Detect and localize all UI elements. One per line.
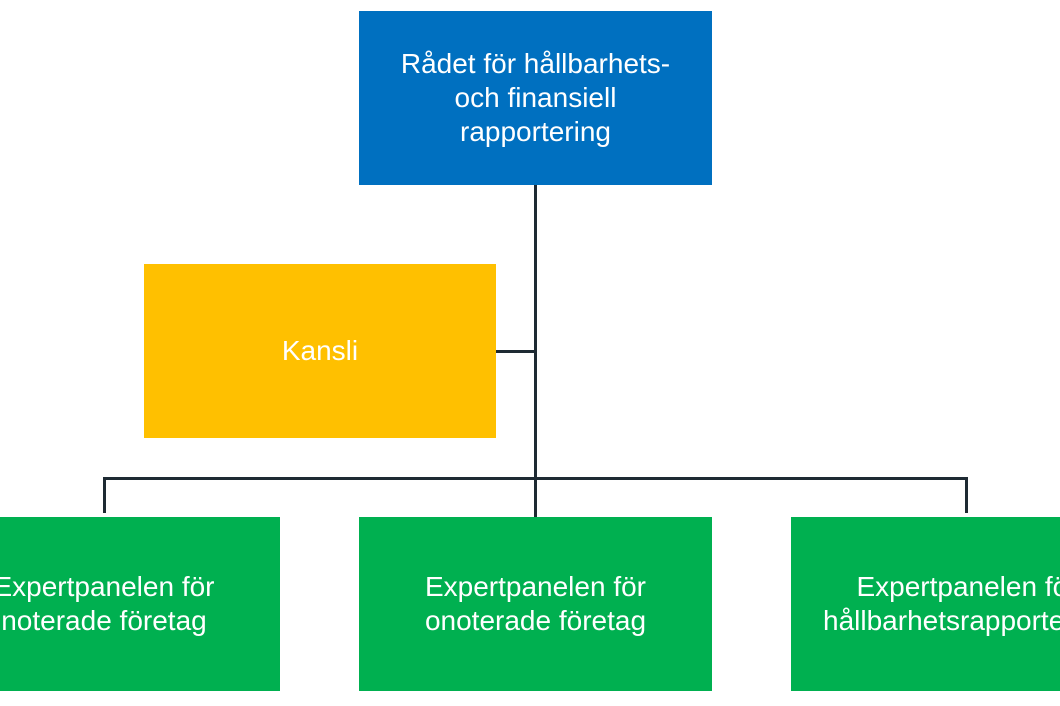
kansli-box: Kansli: [144, 264, 496, 438]
kansli-label: Kansli: [281, 335, 359, 366]
panel-label-sustainability: Expertpanelen för hållbarhetsrapporterin…: [823, 571, 1060, 636]
panel-box-listed: Expertpanelen för noterade företag: [0, 517, 280, 691]
connector-panel-right: [965, 477, 968, 513]
council-label: Rådet för hållbarhets- och finansiell ra…: [400, 48, 671, 147]
panel-label-unlisted: Expertpanelen för onoterade företag: [424, 571, 647, 636]
connector-panels-horizontal: [103, 477, 968, 480]
panel-box-unlisted: Expertpanelen för onoterade företag: [359, 517, 712, 691]
panel-box-sustainability: Expertpanelen för hållbarhetsrapporterin…: [791, 517, 1060, 691]
council-box: Rådet för hållbarhets- och finansiell ra…: [359, 11, 712, 185]
connector-kansli: [496, 350, 535, 353]
panel-label-listed: Expertpanelen för noterade företag: [0, 571, 215, 636]
connector-main-vertical: [534, 185, 537, 517]
connector-panel-left: [103, 477, 106, 513]
